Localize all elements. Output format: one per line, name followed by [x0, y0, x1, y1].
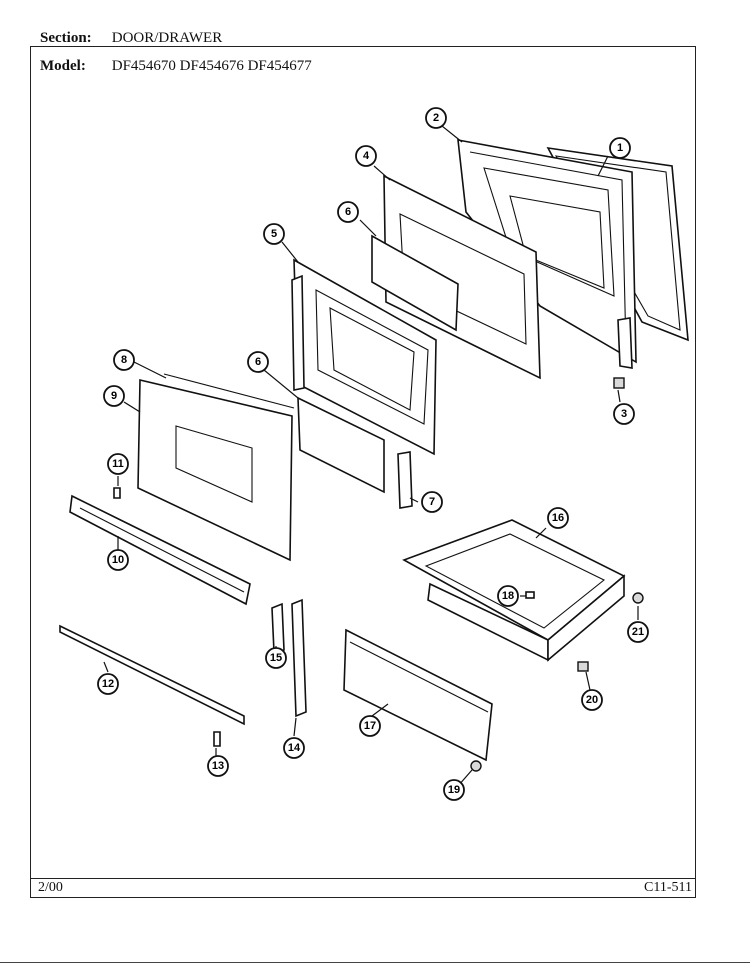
- callout-7-label: 7: [429, 496, 435, 508]
- part-14-side-strip: [291, 598, 307, 718]
- section-line: Section: DOOR/DRAWER: [40, 30, 222, 47]
- callout-8: 8: [113, 349, 135, 371]
- callout-13: 13: [207, 755, 229, 777]
- callout-21-label: 21: [632, 626, 644, 638]
- part-13-screw: [213, 731, 221, 747]
- callout-4-label: 4: [363, 150, 370, 162]
- part-18-screw: [525, 591, 535, 599]
- part-6-lower-glass: [297, 396, 385, 494]
- callout-15: 15: [265, 647, 287, 669]
- footer-code: C11-511: [644, 880, 692, 895]
- callout-10: 10: [107, 549, 129, 571]
- callout-6-lower-label: 6: [255, 356, 261, 368]
- model-value: DF454670 DF454676 DF454677: [111, 58, 312, 74]
- part-16-drawer: [402, 519, 626, 662]
- callout-13-label: 13: [212, 760, 224, 772]
- callout-4: 4: [355, 145, 377, 167]
- footer-date: 2/00: [38, 880, 63, 895]
- callout-11-label: 11: [112, 458, 124, 470]
- footer-rule: [30, 878, 696, 879]
- callout-19: 19: [443, 779, 465, 801]
- part-9-outer-door: [137, 373, 295, 562]
- callout-12: 12: [97, 673, 119, 695]
- callout-17: 17: [359, 715, 381, 737]
- model-label: Model:: [40, 58, 86, 74]
- part-19-bumper: [470, 760, 482, 772]
- diagram-frame: [30, 46, 696, 898]
- callout-14-label: 14: [288, 742, 301, 754]
- page-bottom-rule: [0, 962, 750, 963]
- part-21-roller: [632, 592, 644, 604]
- part-7-bracket: [397, 451, 413, 509]
- callout-6-upper-label: 6: [345, 206, 351, 218]
- callout-12-label: 12: [102, 678, 114, 690]
- part-6-upper-glass: [371, 234, 459, 332]
- callout-16: 16: [547, 507, 569, 529]
- callout-16-label: 16: [552, 512, 564, 524]
- callout-17-label: 17: [364, 720, 376, 732]
- section-label: Section:: [40, 30, 92, 46]
- callout-3-label: 3: [621, 408, 627, 420]
- callout-20-label: 20: [586, 694, 598, 706]
- callout-18: 18: [497, 585, 519, 607]
- callout-5-label: 5: [271, 228, 277, 240]
- callout-21: 21: [627, 621, 649, 643]
- callout-7: 7: [421, 491, 443, 513]
- callout-9-label: 9: [111, 390, 117, 402]
- callout-20: 20: [581, 689, 603, 711]
- callout-18-label: 18: [502, 590, 514, 602]
- callout-10-label: 10: [112, 554, 124, 566]
- section-value: DOOR/DRAWER: [111, 30, 223, 46]
- part-12-trim-strip: [59, 624, 245, 726]
- callout-2-label: 2: [433, 112, 439, 124]
- callout-5: 5: [263, 223, 285, 245]
- callout-1: 1: [609, 137, 631, 159]
- callout-8-label: 8: [121, 354, 127, 366]
- callout-14: 14: [283, 737, 305, 759]
- callout-1-label: 1: [617, 142, 623, 154]
- callout-9: 9: [103, 385, 125, 407]
- callout-2: 2: [425, 107, 447, 129]
- callout-3: 3: [613, 403, 635, 425]
- part-10-handle: [69, 494, 251, 606]
- part-17-drawer-front: [343, 628, 493, 762]
- callout-6-upper: 6: [337, 201, 359, 223]
- model-line: Model: DF454670 DF454676 DF454677: [40, 58, 312, 75]
- callout-11: 11: [107, 453, 129, 475]
- callout-6-lower: 6: [247, 351, 269, 373]
- callout-19-label: 19: [448, 784, 460, 796]
- part-20-glide: [577, 661, 589, 672]
- part-11-screw: [113, 487, 121, 499]
- part-5-inner-panel: [291, 258, 437, 456]
- callout-15-label: 15: [270, 652, 282, 664]
- part-15-side-strip: [271, 602, 285, 653]
- part-3-clip: [613, 377, 625, 389]
